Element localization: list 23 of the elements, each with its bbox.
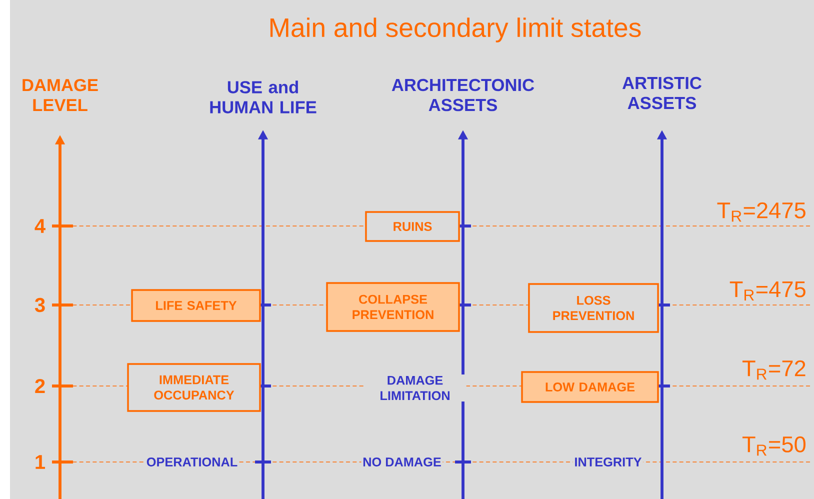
limit-state-box: LIFE SAFETY [131,289,261,322]
limit-state-label: DAMAGE LIMITATION [364,374,466,402]
limit-state-box: IMMEDIATE OCCUPANCY [127,363,261,412]
axis-title: ARCHITECTONIC ASSETS [392,78,534,112]
level-number: 1 [36,455,45,469]
return-period-label: T$_{R}$=475 [730,281,806,301]
level-number: 4 [34,219,46,233]
return-period-label: T$_{R}$=50 [742,436,806,456]
return-period-label: T$_{R}$=2475 [717,202,806,222]
axis-title: USE and HUMAN LIFE [210,80,316,114]
limit-state-box: COLLAPSE PREVENTION [326,282,460,332]
limit-state-box: LOSS PREVENTION [528,283,659,333]
limit-state-label: INTEGRITY [572,456,644,468]
axis-title: ARTISTIC ASSETS [622,76,702,110]
limit-state-box: RUINS [365,211,460,242]
level-number: 2 [35,379,45,393]
title: Main and secondary limit states [270,18,641,42]
limit-state-label: NO DAMAGE [361,456,443,468]
limit-state-box: LOW DAMAGE [521,371,659,403]
level-number: 3 [34,298,45,312]
axis-title: DAMAGE LEVEL [22,78,98,112]
return-period-label: T$_{R}$=72 [742,360,806,380]
limit-state-label: OPERATIONAL [145,456,239,468]
